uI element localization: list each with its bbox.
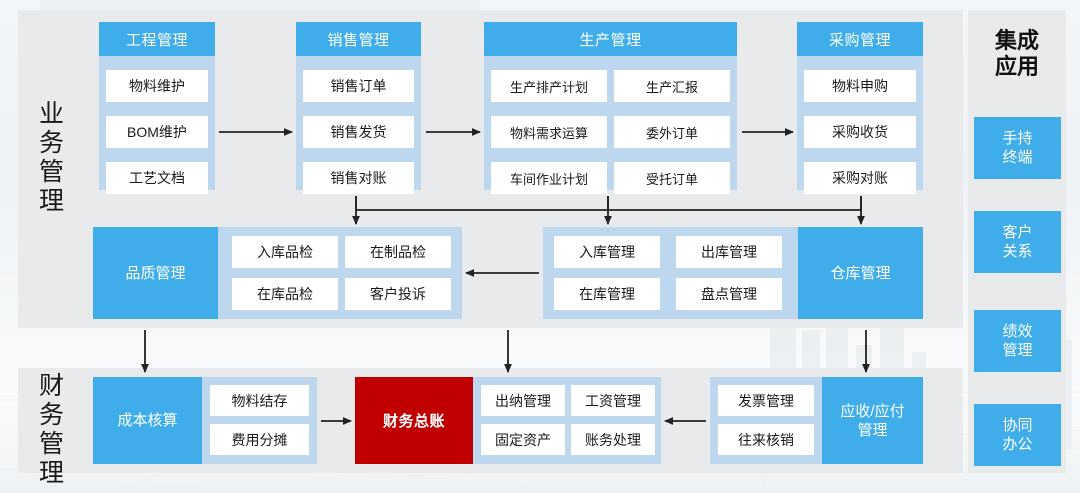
cell-arap-1[interactable]: 发票管理 [718, 385, 814, 416]
cell-quality-3[interactable]: 在库品检 [232, 278, 338, 310]
cell-production-2[interactable]: 生产汇报 [614, 70, 730, 102]
cell-ledger-3[interactable]: 固定资产 [481, 424, 565, 455]
cell-sales-2[interactable]: 销售发货 [303, 116, 414, 148]
integration-title-line1: 集成 [994, 28, 1039, 53]
cell-warehouse-3[interactable]: 在库管理 [554, 278, 660, 310]
module-ar-ap-title-line2: 管理 [857, 421, 888, 439]
cell-purchasing-3[interactable]: 采购对账 [804, 162, 916, 194]
cell-production-5[interactable]: 车间作业计划 [491, 162, 607, 194]
cell-warehouse-1[interactable]: 入库管理 [554, 236, 660, 268]
integration-item-collaborative-office[interactable]: 协同 办公 [974, 404, 1061, 466]
cell-quality-4[interactable]: 客户投诉 [345, 278, 451, 310]
cell-cost-2[interactable]: 费用分摊 [210, 424, 309, 455]
cell-purchasing-2[interactable]: 采购收货 [804, 116, 916, 148]
cell-ledger-1[interactable]: 出纳管理 [481, 385, 565, 416]
business-row-label: 业务管理 [38, 100, 65, 215]
integration-item-line2: 办公 [1002, 436, 1033, 453]
cell-engineering-2[interactable]: BOM维护 [106, 116, 208, 148]
cell-production-3[interactable]: 物料需求运算 [491, 116, 607, 148]
integration-item-line1: 客户 [1002, 224, 1033, 241]
module-cost-accounting-title[interactable]: 成本核算 [93, 377, 202, 464]
module-purchasing-title[interactable]: 采购管理 [797, 22, 923, 56]
module-warehouse-title[interactable]: 仓库管理 [798, 227, 923, 319]
integration-item-line2: 关系 [1002, 243, 1033, 260]
module-sales-title[interactable]: 销售管理 [296, 22, 421, 56]
cell-ledger-4[interactable]: 账务处理 [571, 424, 655, 455]
cell-quality-2[interactable]: 在制品检 [345, 236, 451, 268]
integration-item-line2: 管理 [1002, 342, 1033, 359]
module-quality-title[interactable]: 品质管理 [93, 227, 218, 319]
module-production-title[interactable]: 生产管理 [484, 22, 737, 56]
integration-title: 集成 应用 [968, 28, 1066, 80]
module-engineering-title[interactable]: 工程管理 [99, 22, 215, 56]
cell-cost-1[interactable]: 物料结存 [210, 385, 309, 416]
integration-item-crm[interactable]: 客户 关系 [974, 211, 1061, 273]
integration-item-line1: 手持 [1002, 130, 1033, 147]
cell-quality-1[interactable]: 入库品检 [232, 236, 338, 268]
cell-production-1[interactable]: 生产排产计划 [491, 70, 607, 102]
integration-title-line2: 应用 [994, 54, 1039, 79]
cell-engineering-1[interactable]: 物料维护 [106, 70, 208, 102]
integration-item-performance[interactable]: 绩效 管理 [974, 310, 1061, 372]
cell-warehouse-2[interactable]: 出库管理 [676, 236, 782, 268]
module-ar-ap-title-line1: 应收/应付 [840, 402, 905, 420]
integration-item-line1: 绩效 [1002, 323, 1033, 340]
cell-ledger-2[interactable]: 工资管理 [571, 385, 655, 416]
integration-item-handheld-terminal[interactable]: 手持 终端 [974, 117, 1061, 179]
integration-item-line1: 协同 [1002, 417, 1033, 434]
cell-warehouse-4[interactable]: 盘点管理 [676, 278, 782, 310]
module-general-ledger-title[interactable]: 财务总账 [355, 377, 473, 464]
integration-item-line2: 终端 [1002, 149, 1033, 166]
cell-arap-2[interactable]: 往来核销 [718, 424, 814, 455]
cell-sales-3[interactable]: 销售对账 [303, 162, 414, 194]
module-ar-ap-title[interactable]: 应收/应付 管理 [822, 377, 923, 464]
cell-production-6[interactable]: 受托订单 [614, 162, 730, 194]
cell-purchasing-1[interactable]: 物料申购 [804, 70, 916, 102]
cell-production-4[interactable]: 委外订单 [614, 116, 730, 148]
cell-sales-1[interactable]: 销售订单 [303, 70, 414, 102]
cell-engineering-3[interactable]: 工艺文档 [106, 162, 208, 194]
finance-row-label: 财务管理 [38, 372, 65, 487]
